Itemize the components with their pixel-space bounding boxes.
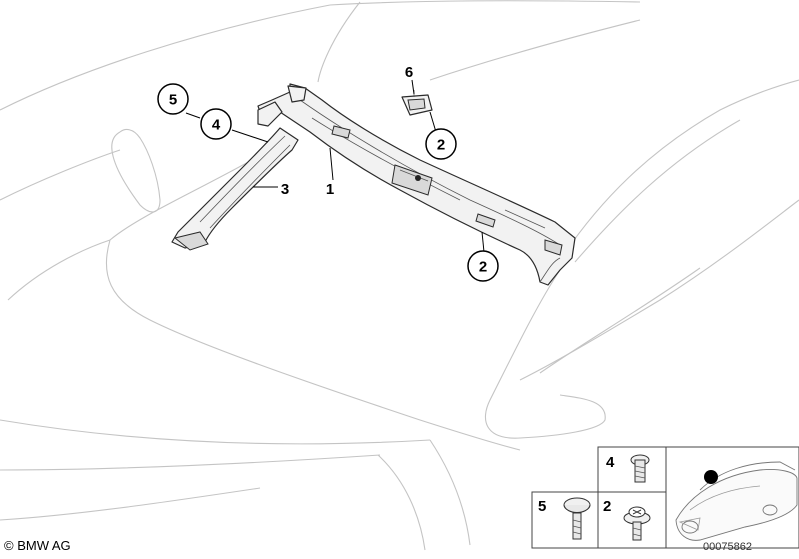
legend-label-2: 2 (603, 498, 611, 515)
callout-2-frame: 2 (467, 250, 499, 282)
callout-5: 5 (157, 83, 189, 115)
callout-4: 4 (200, 108, 232, 140)
fastener-legend: 4 5 2 (531, 446, 799, 549)
car-location-thumbnail (675, 461, 798, 541)
callout-label: 6 (405, 64, 413, 81)
part-label-1: 1 (326, 181, 334, 198)
rivet-icon (563, 497, 591, 540)
legend-label-4: 4 (606, 454, 615, 471)
callout-label: 5 (169, 92, 177, 109)
callout-6: 6 (405, 64, 413, 81)
location-marker-icon (704, 470, 718, 484)
copyright-notice: © BMW AG (4, 538, 71, 553)
legend-label-5: 5 (538, 498, 546, 515)
leader-lines (185, 79, 485, 253)
a-pillar-trim (171, 127, 299, 251)
windscreen-frame-trim (257, 83, 576, 286)
callout-label: 2 (437, 137, 445, 154)
callout-label: 4 (212, 117, 221, 134)
washer-screw-icon (623, 506, 651, 541)
callout-label: 2 (479, 259, 487, 276)
part-label-3: 3 (281, 181, 289, 198)
screw-icon (630, 454, 650, 483)
callout-2-clip: 2 (425, 128, 457, 160)
image-reference-number: 00075862 (703, 541, 752, 553)
clip-part (401, 90, 433, 116)
